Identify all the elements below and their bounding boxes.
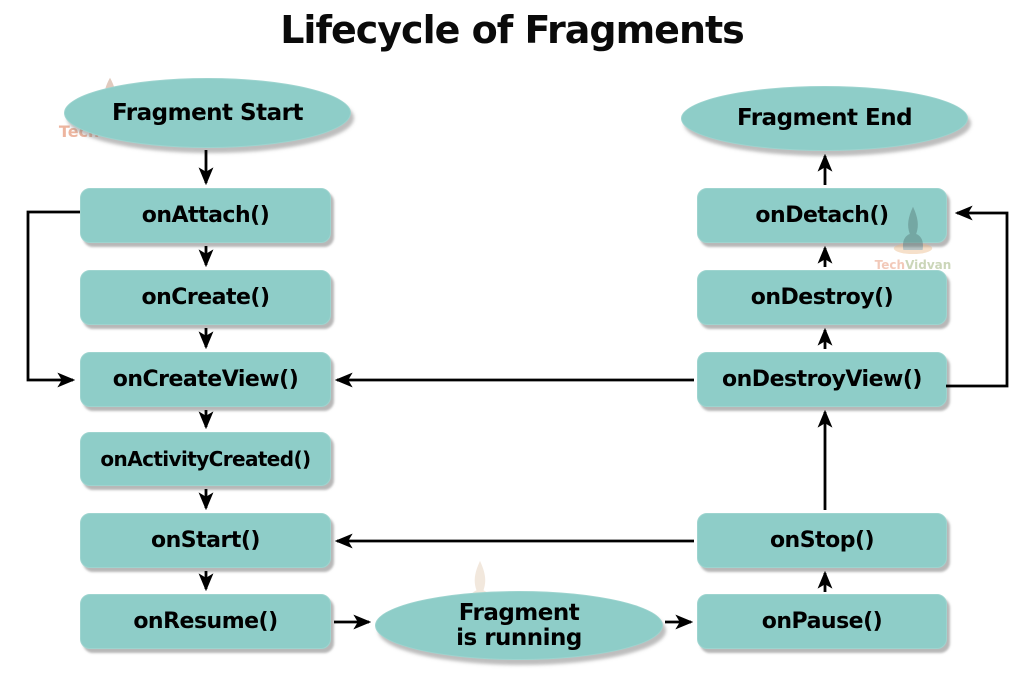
- node-label: onStop(): [769, 528, 875, 553]
- terminal-fragment-running: Fragment is running: [375, 591, 663, 660]
- node-label: onPause(): [761, 609, 883, 634]
- node-label: onActivityCreated(): [100, 447, 311, 471]
- terminal-label: Fragment End: [736, 105, 913, 132]
- node-onstop: onStop(): [697, 513, 947, 568]
- node-ondetach: onDetach(): [697, 188, 947, 243]
- node-oncreateview: onCreateView(): [80, 352, 331, 407]
- node-label: onAttach(): [141, 203, 270, 228]
- node-onresume: onResume(): [80, 594, 331, 649]
- terminal-fragment-start: Fragment Start: [64, 78, 351, 148]
- node-label: onStart(): [151, 528, 260, 553]
- terminal-fragment-end: Fragment End: [681, 86, 968, 151]
- terminal-label-line1: Fragment: [458, 599, 580, 626]
- terminal-label-line2: is running: [456, 624, 582, 651]
- node-label: onCreate(): [141, 285, 270, 310]
- arrow-loop-ondestroyview-to-ondetach: [946, 205, 1009, 388]
- node-onactivitycreated: onActivityCreated(): [80, 432, 331, 486]
- page-title: Lifecycle of Fragments: [280, 8, 745, 52]
- node-ondestroy: onDestroy(): [697, 270, 947, 325]
- node-label: onDestroy(): [750, 285, 894, 310]
- node-label: onDetach(): [755, 203, 889, 228]
- arrow-loop-onattach-to-oncreateview: [26, 210, 80, 388]
- node-onattach: onAttach(): [80, 188, 331, 243]
- node-label: onDestroyView(): [722, 367, 922, 392]
- node-ondestroyview: onDestroyView(): [697, 352, 947, 407]
- node-label: onCreateView(): [112, 367, 299, 392]
- node-label: onResume(): [133, 609, 278, 634]
- node-onpause: onPause(): [697, 594, 947, 649]
- node-onstart: onStart(): [80, 513, 331, 568]
- terminal-label: Fragment Start: [112, 99, 303, 126]
- node-oncreate: onCreate(): [80, 270, 331, 325]
